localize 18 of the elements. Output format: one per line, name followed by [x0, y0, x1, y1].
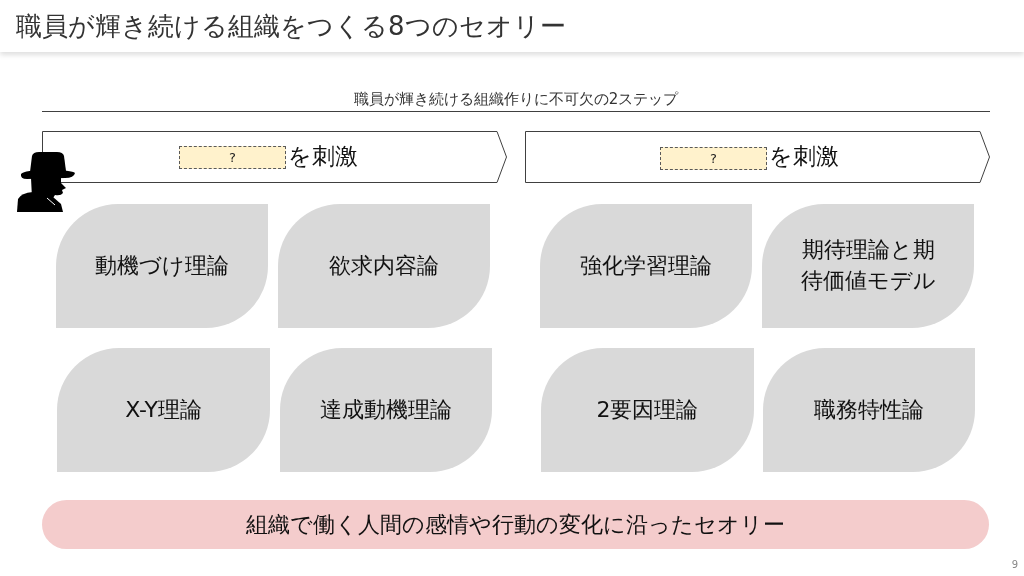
leaf-shape: 欲求内容論 — [278, 204, 490, 328]
leaf-shape: 達成動機理論 — [280, 348, 492, 472]
banner-text: を刺激 — [769, 142, 839, 171]
leaf-shape: 強化学習理論 — [540, 204, 752, 328]
leaf-shape: X-Y理論 — [57, 348, 270, 472]
chevron-banner — [525, 131, 990, 183]
banner-text: を刺激 — [288, 142, 358, 171]
rounded-band: 組織で働く人間の感情や行動の変化に沿ったセオリー — [42, 500, 989, 549]
leaf-shape: 期待理論と期待価値モデル — [762, 204, 974, 328]
page-number: 9 — [1010, 559, 1018, 571]
leaf-shape: 2要因理論 — [541, 348, 754, 472]
leaf-shape: 職務特性論 — [763, 348, 975, 472]
chevron-banner — [42, 131, 507, 183]
placeholder-box: ? — [179, 146, 286, 169]
placeholder-box: ? — [660, 147, 767, 170]
page-title: 職員が輝き続ける組織をつくる8つのセオリー — [16, 10, 566, 43]
section-heading: 職員が輝き続ける組織作りに不可欠の2ステップ — [352, 90, 680, 108]
leaf-shape: 動機づけ理論 — [56, 204, 268, 328]
